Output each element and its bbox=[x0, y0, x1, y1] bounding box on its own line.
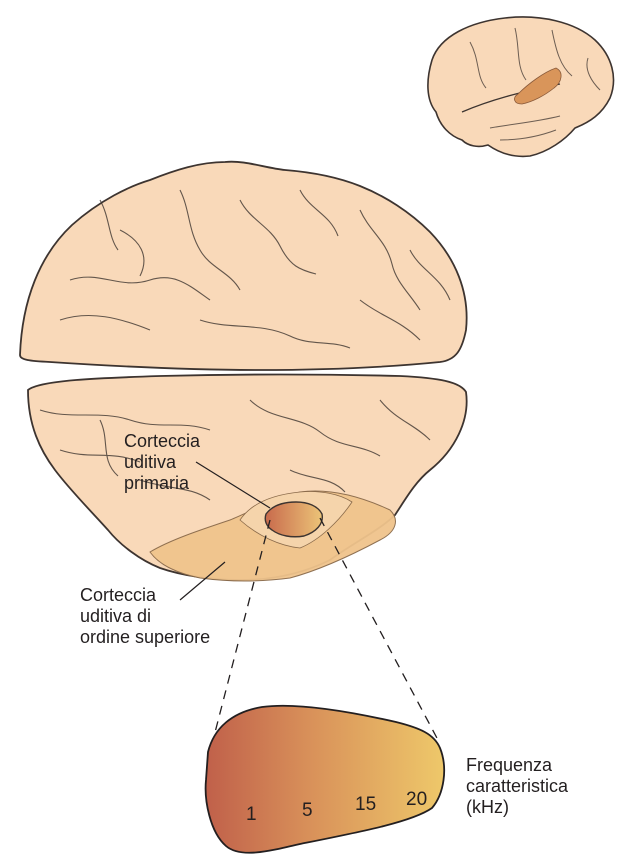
frequency-tick-5: 5 bbox=[302, 800, 313, 822]
upper-brain-outline bbox=[20, 162, 467, 370]
label-line: caratteristica bbox=[466, 776, 568, 797]
lateral-brain-view bbox=[428, 17, 614, 156]
label-line: Frequenza bbox=[466, 755, 568, 776]
tonotopic-map bbox=[206, 706, 445, 853]
zoom-dashed-line-right bbox=[320, 518, 438, 740]
label-line: uditiva di bbox=[80, 606, 210, 627]
label-line: (kHz) bbox=[466, 797, 568, 818]
primary-auditory-area bbox=[265, 502, 322, 537]
characteristic-frequency-label: Frequenza caratteristica (kHz) bbox=[466, 755, 568, 818]
frequency-tick-20: 20 bbox=[406, 789, 427, 811]
label-line: uditiva bbox=[124, 452, 200, 473]
label-line: Corteccia bbox=[124, 431, 200, 452]
lower-brain-section bbox=[28, 375, 467, 582]
label-line: ordine superiore bbox=[80, 627, 210, 648]
frequency-tick-15: 15 bbox=[355, 794, 376, 816]
label-line: primaria bbox=[124, 473, 200, 494]
lateral-brain-outline bbox=[428, 17, 614, 156]
higher-order-auditory-cortex-label: Corteccia uditiva di ordine superiore bbox=[80, 585, 210, 648]
frequency-tick-1: 1 bbox=[246, 804, 257, 826]
primary-auditory-cortex-label: Corteccia uditiva primaria bbox=[124, 431, 200, 494]
label-line: Corteccia bbox=[80, 585, 210, 606]
upper-brain-section bbox=[20, 162, 467, 370]
